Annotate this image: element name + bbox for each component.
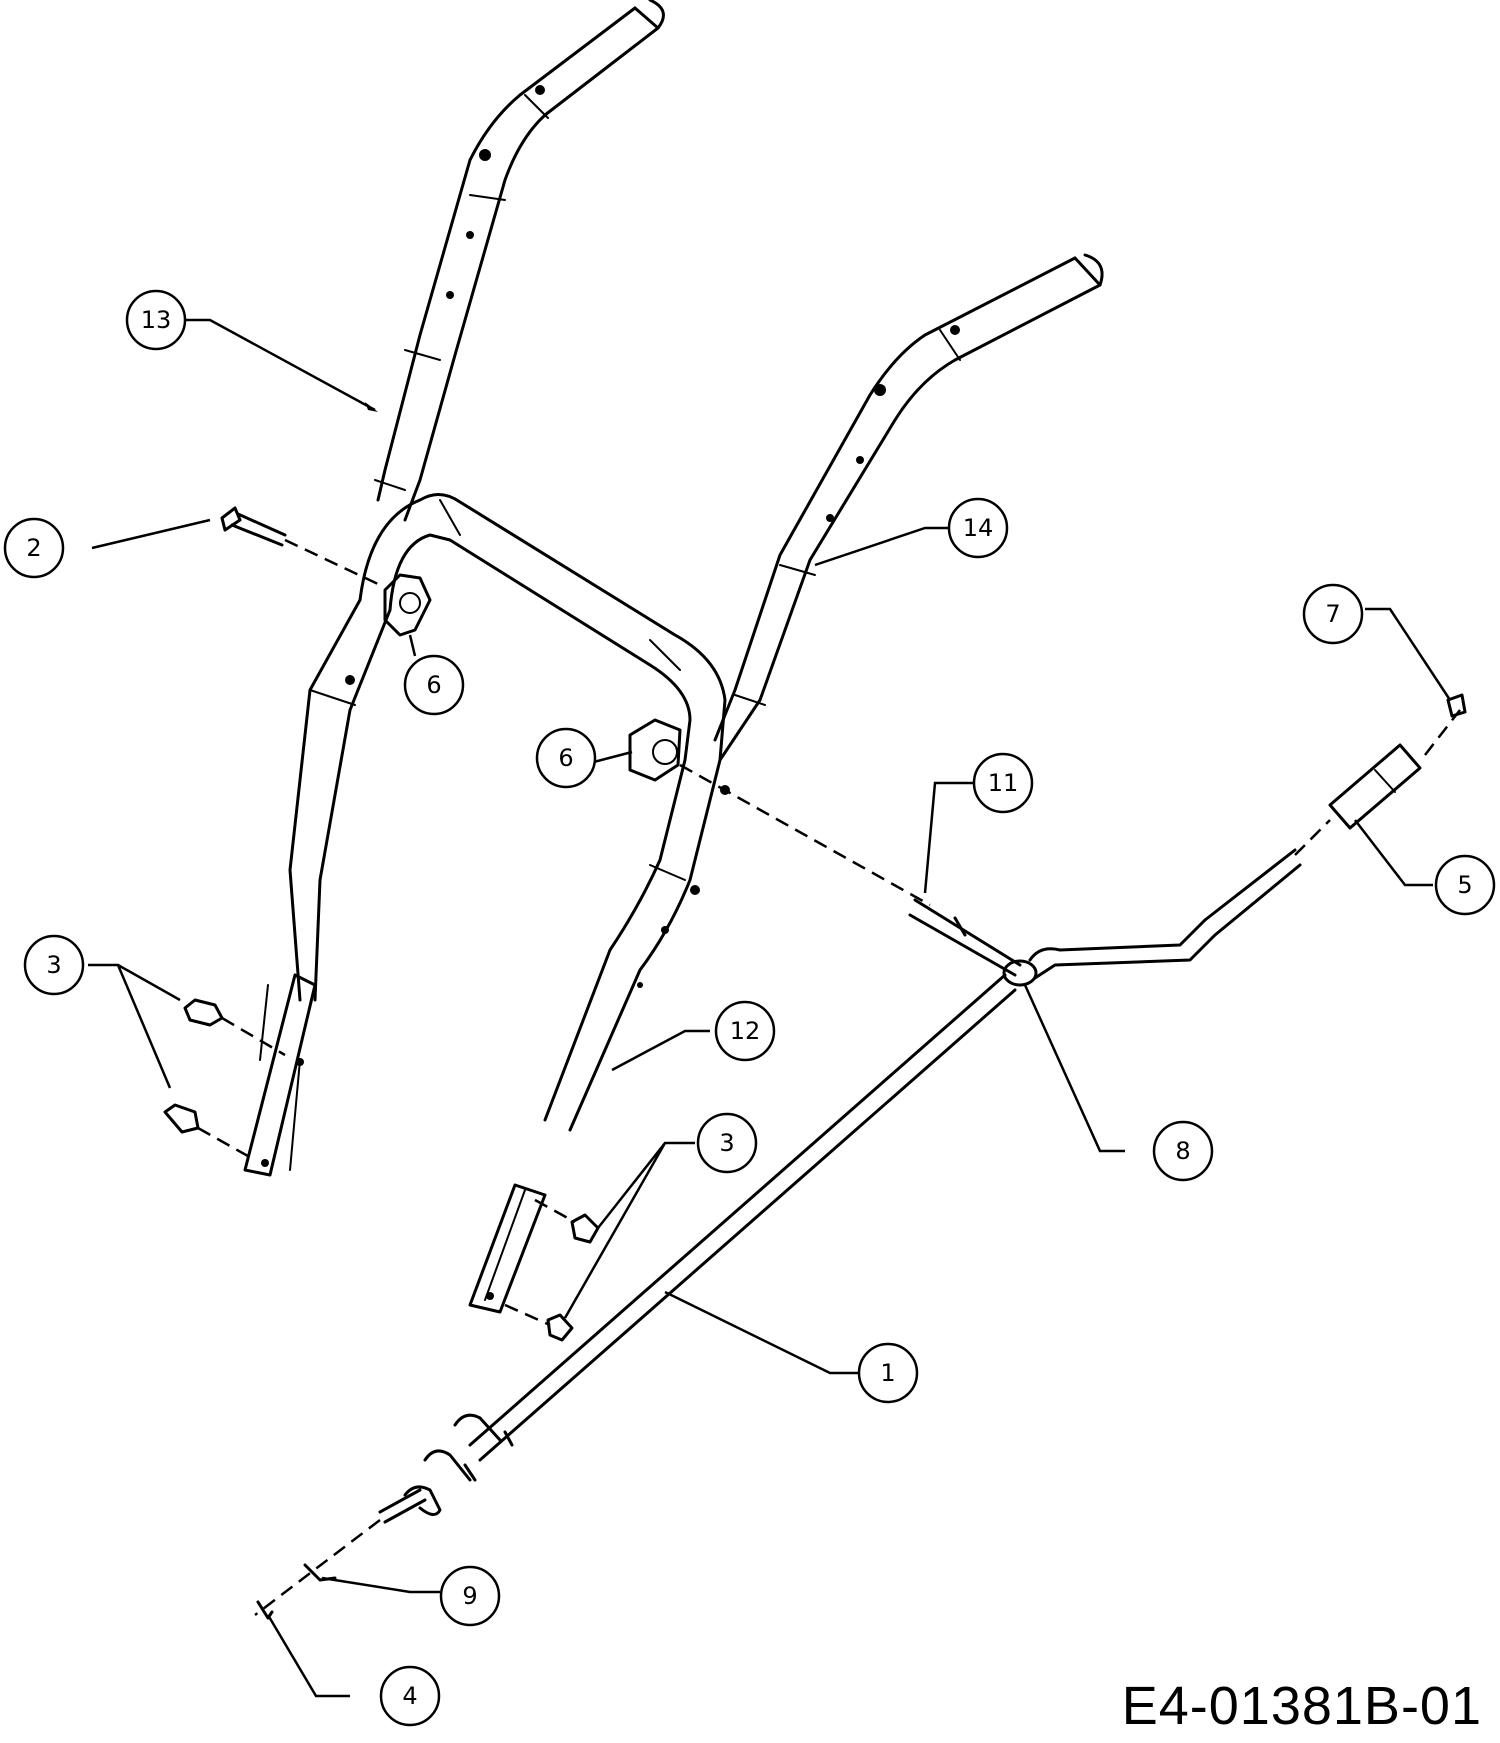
pin-part-4 bbox=[256, 1600, 274, 1620]
grip-part-5 bbox=[1294, 709, 1461, 856]
svg-text:6: 6 bbox=[558, 744, 573, 772]
svg-text:6: 6 bbox=[426, 671, 441, 699]
clip-part-9 bbox=[303, 1563, 337, 1582]
svg-text:1: 1 bbox=[880, 1359, 895, 1387]
svg-text:12: 12 bbox=[730, 1017, 761, 1045]
right-bottom-bracket bbox=[468, 1183, 547, 1314]
svg-text:4: 4 bbox=[402, 1682, 417, 1710]
callout-13: 13 bbox=[125, 289, 187, 351]
right-upper-handle bbox=[713, 253, 1104, 795]
svg-text:7: 7 bbox=[1325, 600, 1340, 628]
svg-text:9: 9 bbox=[462, 1582, 477, 1610]
callout-1: 1 bbox=[857, 1342, 919, 1404]
callout-6a: 6 bbox=[403, 654, 465, 716]
callout-14: 14 bbox=[947, 497, 1009, 559]
svg-text:2: 2 bbox=[26, 534, 41, 562]
svg-text:14: 14 bbox=[963, 514, 994, 542]
callout-6b: 6 bbox=[535, 727, 597, 789]
bolts-part-3-left bbox=[163, 998, 286, 1162]
leader-lines bbox=[88, 318, 1452, 1698]
left-bottom-bracket bbox=[243, 973, 317, 1177]
callout-4: 4 bbox=[379, 1665, 441, 1727]
knob-part-6a bbox=[383, 573, 432, 637]
callout-9: 9 bbox=[439, 1565, 501, 1627]
main-rod-part-1 bbox=[468, 973, 1017, 1462]
knob-part-6b bbox=[628, 718, 682, 782]
pivot-part-8 bbox=[1002, 848, 1302, 987]
callout-3a: 3 bbox=[23, 934, 85, 996]
fastener-part-7 bbox=[1446, 693, 1467, 718]
rod-sleeve-part-11 bbox=[908, 898, 1022, 977]
lower-linkage bbox=[254, 1413, 514, 1616]
svg-text:5: 5 bbox=[1457, 871, 1472, 899]
assembly-line-6b bbox=[679, 763, 931, 907]
callout-8: 8 bbox=[1152, 1120, 1214, 1182]
callout-3b: 3 bbox=[696, 1112, 758, 1174]
svg-text:3: 3 bbox=[719, 1129, 734, 1157]
callout-5: 5 bbox=[1434, 854, 1496, 916]
svg-text:8: 8 bbox=[1175, 1137, 1190, 1165]
svg-text:11: 11 bbox=[988, 769, 1019, 797]
svg-text:3: 3 bbox=[46, 951, 61, 979]
bolts-part-3-right bbox=[504, 1198, 600, 1342]
lower-handle bbox=[288, 493, 727, 1132]
bolt-part-2 bbox=[220, 506, 381, 587]
drawing-number: E4-01381B-01 bbox=[1121, 1676, 1482, 1736]
callout-2: 2 bbox=[3, 517, 65, 579]
callout-7: 7 bbox=[1302, 583, 1364, 645]
svg-text:13: 13 bbox=[141, 306, 172, 334]
left-upper-handle bbox=[374, 0, 665, 522]
callout-12: 12 bbox=[714, 1000, 776, 1062]
callout-11: 11 bbox=[972, 752, 1034, 814]
